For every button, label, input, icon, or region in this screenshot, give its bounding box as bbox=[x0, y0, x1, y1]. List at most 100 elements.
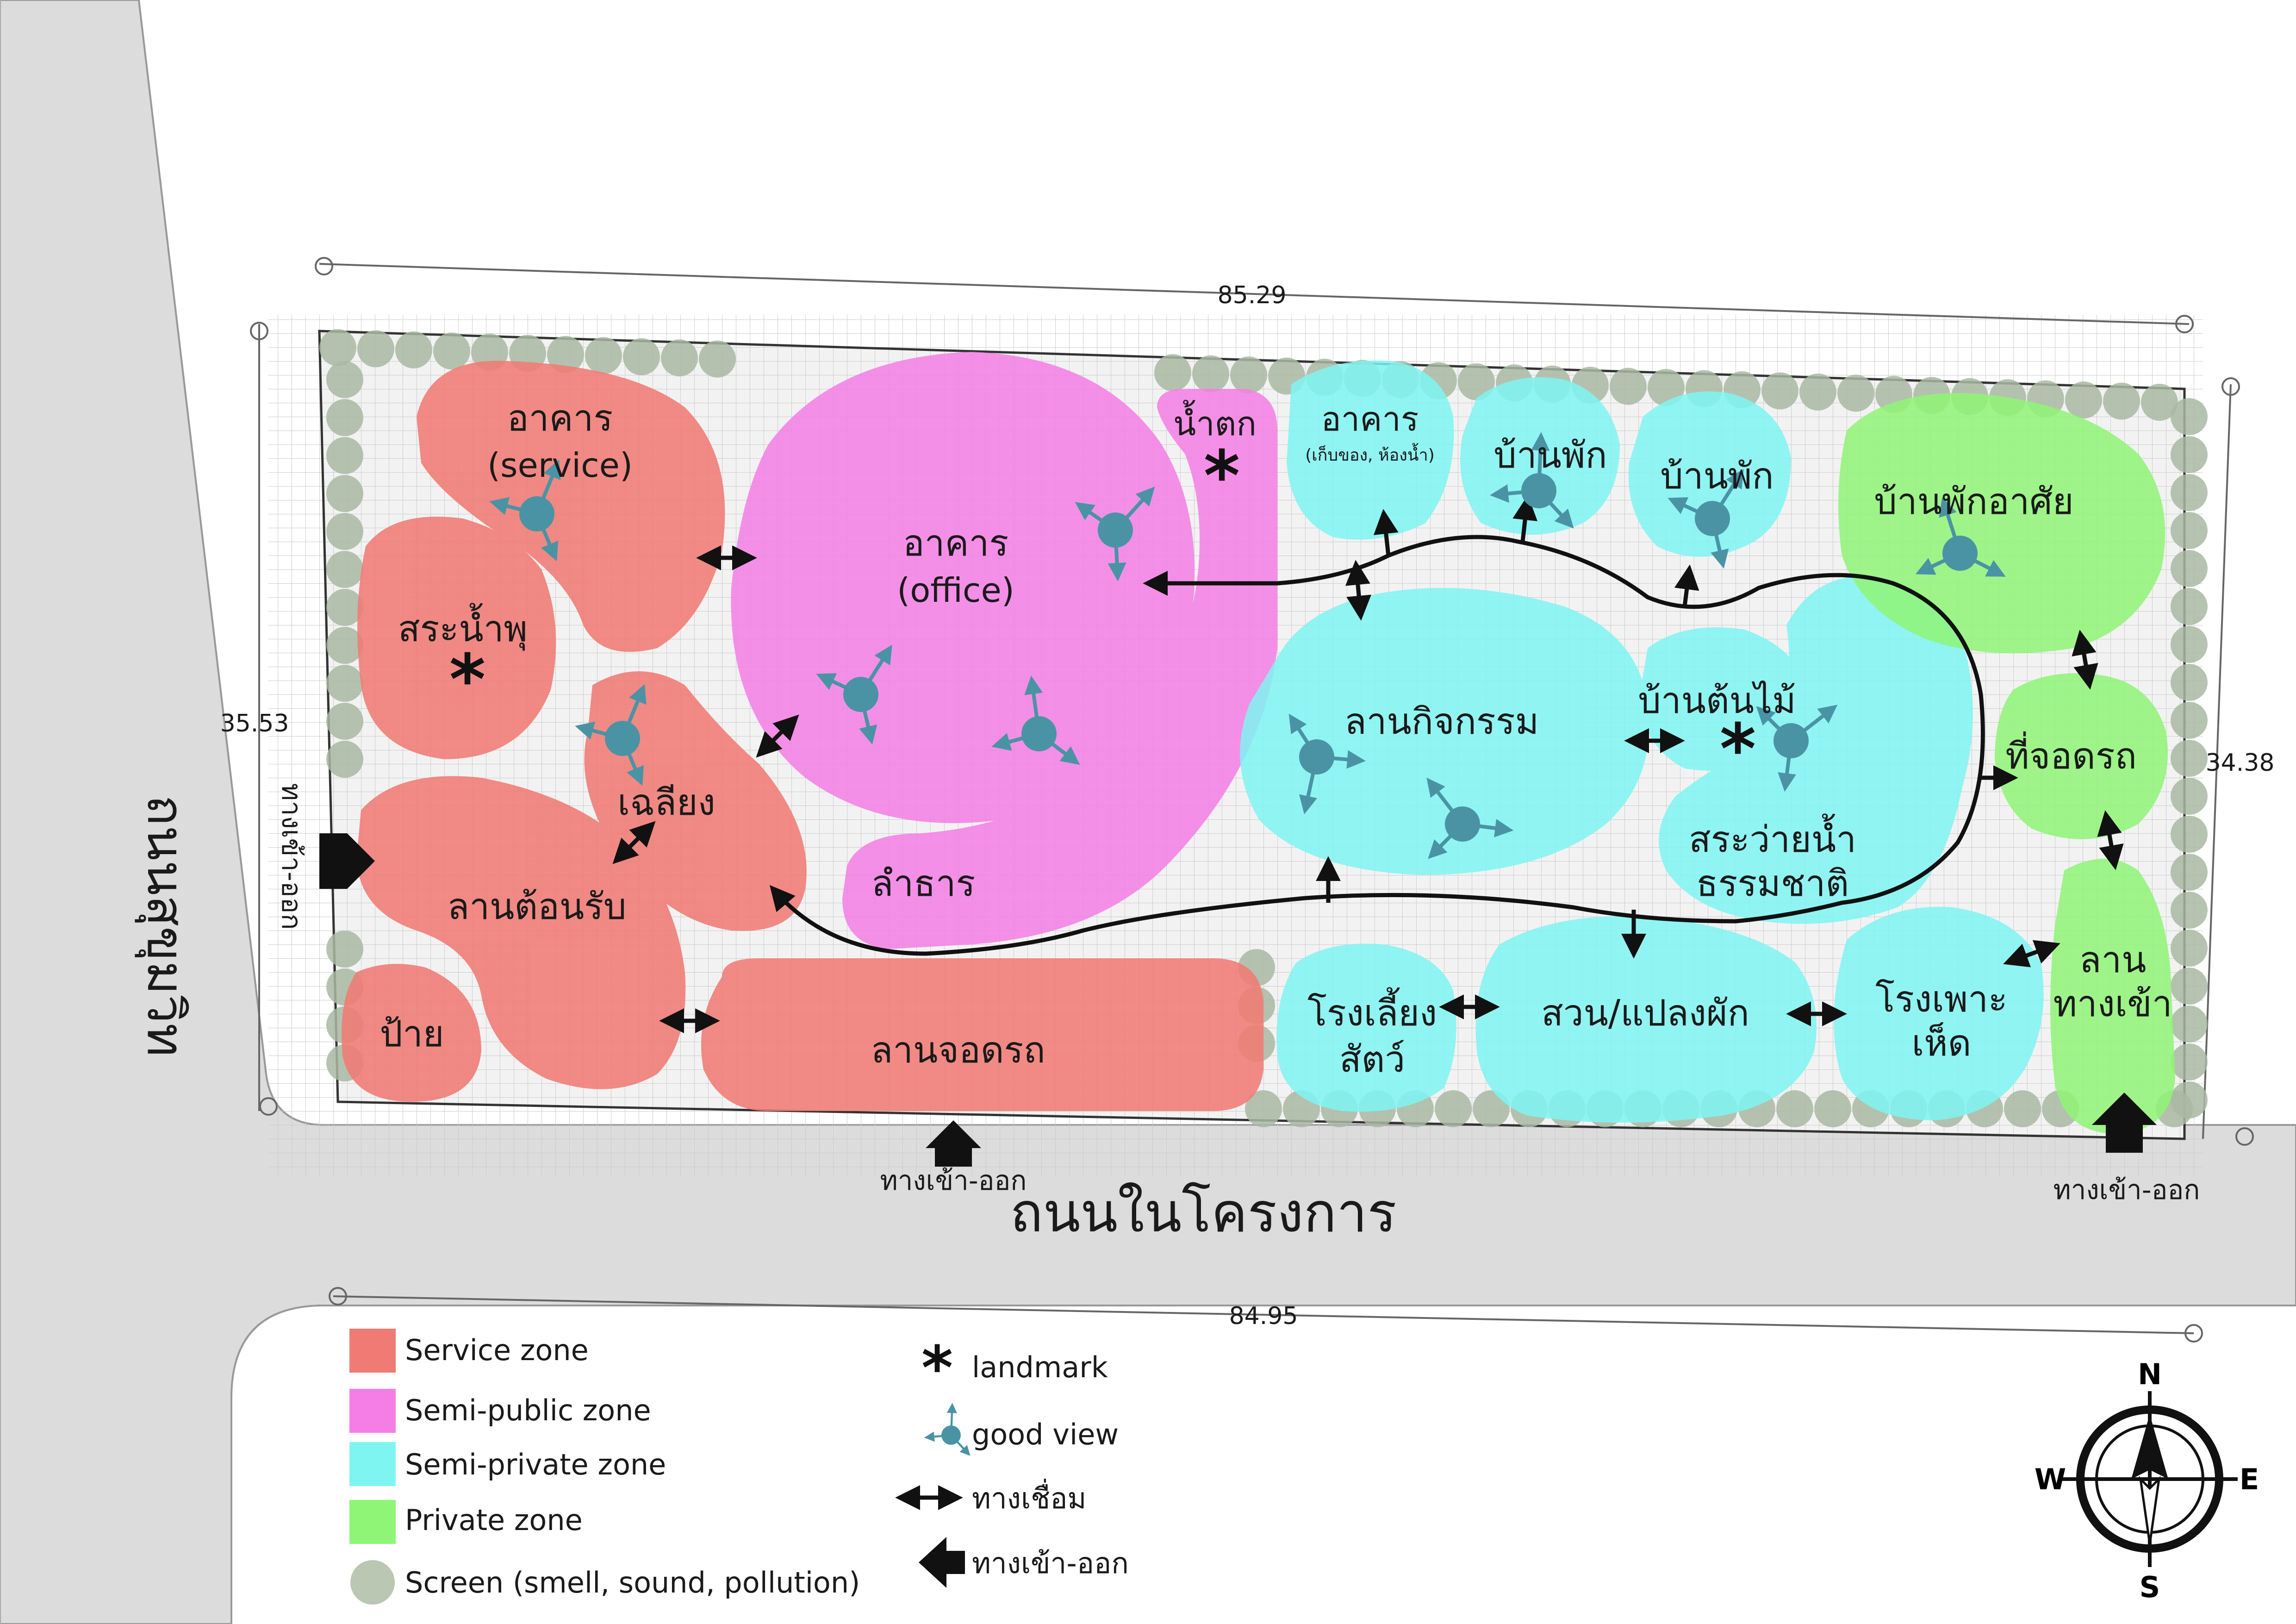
screen-tree bbox=[2171, 968, 2208, 1005]
screen-tree bbox=[2171, 778, 2208, 815]
screen-tree bbox=[1192, 355, 1229, 393]
screen-tree bbox=[2141, 383, 2178, 421]
entrance-arrow-icon bbox=[919, 1537, 965, 1588]
label-house-2: บ้านพัก bbox=[1660, 456, 1773, 497]
screen-tree bbox=[433, 332, 470, 370]
screen-tree bbox=[2171, 740, 2208, 777]
screen-tree bbox=[1473, 1090, 1510, 1127]
legend-label-screen: Screen (smell, sound, pollution) bbox=[405, 1566, 860, 1599]
screen-tree bbox=[326, 475, 363, 512]
screen-tree bbox=[547, 336, 584, 373]
entrance-arrow-icon bbox=[2092, 1093, 2157, 1153]
label-storage: อาคาร bbox=[1321, 400, 1419, 438]
screen-tree bbox=[326, 551, 363, 588]
screen-tree bbox=[319, 329, 356, 366]
legend: Service zone Semi-public zone Semi-priva… bbox=[349, 1329, 1129, 1605]
compass-s: S bbox=[2140, 1570, 2160, 1604]
label-pool: สระว่ายน้ำ bbox=[1689, 813, 1856, 861]
screen-tree bbox=[2171, 816, 2208, 853]
legend-label-good-view: good view bbox=[972, 1418, 1119, 1451]
dimension-right: 34.38 bbox=[2206, 749, 2275, 777]
service-zone bbox=[342, 361, 1263, 1111]
private-zone bbox=[1838, 393, 2175, 1134]
screen-tree bbox=[2171, 664, 2208, 701]
connection-arrows bbox=[616, 495, 2115, 1021]
screen-tree bbox=[326, 931, 363, 968]
screen-tree bbox=[2171, 436, 2208, 473]
label-road-bottom: ถนนในโครงการ bbox=[1010, 1181, 1396, 1244]
screen-tree bbox=[326, 627, 363, 664]
screen-tree bbox=[2171, 892, 2208, 929]
label-pavilion: เฉลียง bbox=[617, 782, 715, 824]
semi-private-zone bbox=[1240, 360, 2044, 1123]
screen-tree bbox=[2004, 1090, 2041, 1127]
screen-tree bbox=[661, 339, 698, 377]
label-reception: ลานต้อนรับ bbox=[447, 886, 626, 928]
screen-tree bbox=[2171, 626, 2208, 663]
label-pool-sub: ธรรมชาติ bbox=[1696, 863, 1849, 905]
label-entrance-yard-sub: ทางเข้า bbox=[2053, 983, 2172, 1025]
legend-label-entrance: ทางเข้า-ออก bbox=[972, 1546, 1129, 1580]
screen-tree bbox=[2171, 702, 2208, 739]
dimension-bottom: 84.95 bbox=[1229, 1302, 1298, 1330]
legend-label-connection: ทางเชื่อม bbox=[972, 1479, 1086, 1515]
screen-tree bbox=[326, 741, 363, 778]
label-residence: บ้านพักอาศัย bbox=[1874, 481, 2073, 523]
screen-tree bbox=[2171, 588, 2208, 625]
screen-tree bbox=[2171, 1043, 2208, 1081]
label-road-left: ถนนสุขุมวิท bbox=[135, 795, 195, 1057]
screen-tree bbox=[2171, 398, 2208, 435]
screen-tree bbox=[326, 589, 363, 626]
label-parking-private: ที่จอดรถ bbox=[2005, 731, 2137, 777]
dimension-left: 35.53 bbox=[220, 710, 289, 737]
label-mushroom-sub: เห็ด bbox=[1912, 1022, 1972, 1064]
screen-tree bbox=[326, 665, 363, 702]
screen-tree bbox=[2171, 474, 2208, 511]
landmark-icon: * bbox=[449, 640, 485, 720]
label-entrance-yard: ลาน bbox=[2079, 939, 2147, 981]
compass-w: W bbox=[2035, 1462, 2066, 1496]
label-garden: สวน/แปลงผัก bbox=[1541, 993, 1749, 1034]
entrance-arrow-icon bbox=[926, 1120, 981, 1167]
dimension-top: 85.29 bbox=[1218, 281, 1287, 309]
landmark-icon: * bbox=[1720, 709, 1756, 790]
legend-label-semi-private: Semi-private zone bbox=[405, 1448, 666, 1481]
compass-e: E bbox=[2240, 1462, 2259, 1496]
label-storage-sub: (เก็บของ, ห้องน้ำ) bbox=[1305, 443, 1435, 465]
label-house-1: บ้านพัก bbox=[1493, 435, 1607, 476]
label-entrance-left: ทางเข้า-ออก bbox=[276, 783, 307, 930]
screen-tree bbox=[1458, 363, 1495, 400]
landmark-icon: * bbox=[1204, 436, 1240, 517]
label-livestock-sub: สัตว์ bbox=[1339, 1039, 1405, 1081]
screen-tree bbox=[326, 399, 363, 436]
legend-label-landmark: landmark bbox=[972, 1350, 1108, 1384]
label-tree-house: บ้านต้นไม้ bbox=[1638, 680, 1796, 722]
asterisk-icon: * bbox=[921, 1333, 953, 1403]
screen-tree bbox=[1814, 1090, 1851, 1127]
screen-tree bbox=[2171, 512, 2208, 549]
screen-tree bbox=[326, 513, 363, 550]
compass: N S E W bbox=[2035, 1357, 2259, 1604]
screen-tree bbox=[1435, 1090, 1472, 1127]
screen-tree bbox=[2171, 854, 2208, 891]
label-building-office-sub: (office) bbox=[897, 571, 1014, 610]
legend-swatch-screen bbox=[350, 1560, 395, 1605]
screen-tree bbox=[1799, 373, 1836, 411]
screen-tree bbox=[2103, 382, 2140, 420]
legend-swatch-semi-public bbox=[349, 1389, 396, 1433]
label-parking-front: ลานจอดรถ bbox=[871, 1030, 1045, 1071]
screen-tree bbox=[2171, 550, 2208, 587]
landmark-markers: * * * bbox=[449, 436, 1756, 790]
label-mushroom: โรงเพาะ bbox=[1875, 979, 2008, 1020]
legend-swatch-private bbox=[349, 1500, 396, 1544]
screen-tree bbox=[2171, 1006, 2208, 1043]
legend-swatch-service bbox=[349, 1329, 396, 1373]
legend-label-private: Private zone bbox=[405, 1503, 583, 1537]
screen-tree bbox=[395, 331, 432, 369]
compass-n: N bbox=[2138, 1357, 2162, 1391]
legend-swatch-semi-private bbox=[349, 1442, 396, 1486]
screen-tree bbox=[1154, 354, 1191, 392]
screen-tree bbox=[357, 330, 394, 368]
dimension-lines bbox=[250, 257, 2254, 1343]
label-stream: ลำธาร bbox=[871, 863, 976, 905]
